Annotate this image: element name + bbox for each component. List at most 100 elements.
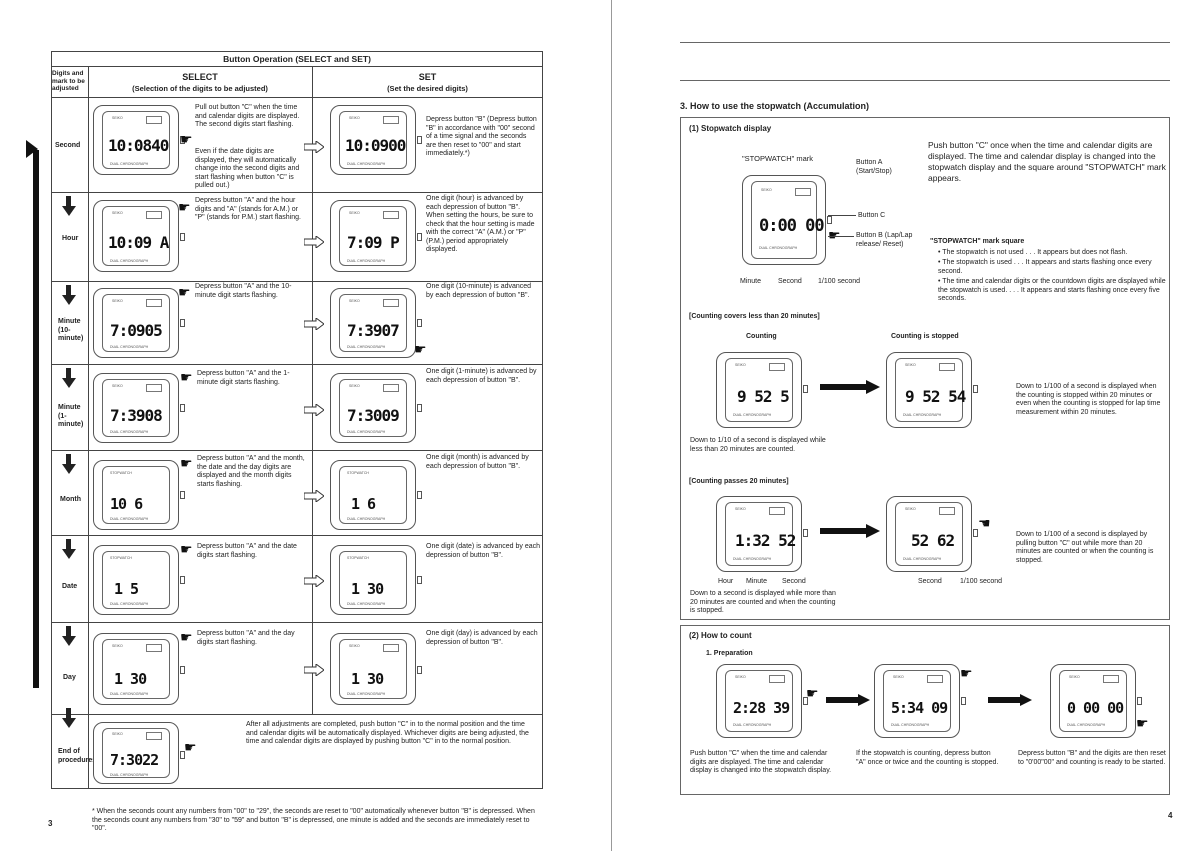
right-arrow-icon — [820, 524, 880, 538]
hundredth-label-2: 1/100 second — [960, 578, 1003, 585]
set-text-minute1: One digit (1-minute) is advanced by each… — [426, 368, 537, 384]
hand-icon: ☛ — [180, 455, 193, 471]
right-arrow-icon — [304, 575, 324, 587]
set-text-month: One digit (month) is advanced by each de… — [426, 454, 529, 470]
col2-header-title: SELECT — [182, 72, 218, 82]
col2-header-sub: (Selection of the digits to be adjusted) — [132, 84, 268, 93]
watch-prep-2: SEIKO 5:34 09 DUAL CHRONOGRAPH — [874, 664, 966, 738]
lcd-select-second: 10:0840 — [108, 136, 169, 155]
lcd-select-day: 1 30 — [114, 670, 147, 688]
less20-title: [Counting covers less than 20 minutes] — [689, 313, 820, 320]
end-text: After all adjustments are completed, pus… — [246, 721, 529, 745]
right-arrow-icon — [988, 694, 1032, 706]
stopwatch-display-box — [680, 117, 1170, 620]
section-title: 3. How to use the stopwatch (Accumulatio… — [680, 101, 870, 111]
watch-prep-3: SEIKO 0 00 00 DUAL CHRONOGRAPH — [1050, 664, 1142, 738]
footnote: * When the seconds count any numbers fro… — [92, 808, 535, 832]
lcd-select-date: 1 5 — [114, 580, 139, 598]
how-to-count-box — [680, 625, 1170, 795]
minute-label-2: Minute — [746, 578, 768, 585]
lcd-end: 7:3022 — [110, 751, 159, 769]
lcd-set-second: 10:0900 — [345, 136, 406, 155]
select-text-minute10: Depress button "A" and the 10-minute dig… — [195, 283, 292, 299]
row-label-minute1: Minute (1-minute) — [58, 404, 84, 428]
table-title: Button Operation (SELECT and SET) — [223, 54, 371, 64]
select-text-second-note: Even if the date digits are displayed, t… — [195, 148, 300, 189]
passes20-title: [Counting passes 20 minutes] — [689, 478, 789, 485]
set-text-date: One digit (date) is advanced by each dep… — [426, 543, 541, 559]
row-label-month: Month — [60, 496, 81, 503]
watch-set-minute1: SEIKO 7:3009 DUAL CHRONOGRAPH — [330, 373, 422, 443]
watch-select-day: SEIKO 1 30 DUAL CHRONOGRAPH — [93, 633, 185, 705]
passes20-left-text: Down to a second is displayed while more… — [690, 590, 836, 614]
mark-bullet-3: • The time and calendar digits or the co… — [938, 278, 1166, 302]
watch-end: SEIKO 7:3022 DUAL CHRONOGRAPH — [93, 722, 185, 784]
second-label-3: Second — [918, 578, 942, 585]
right-arrow-icon — [304, 404, 324, 416]
select-text-second: Pull out button "C" when the time and ca… — [195, 104, 300, 128]
hand-icon: ☛ — [960, 665, 973, 681]
row-label-minute10: Minute (10-minute) — [58, 318, 84, 342]
right-arrow-icon — [820, 380, 880, 394]
watch-select-minute10: SEIKO 7:0905 DUAL CHRONOGRAPH — [93, 288, 185, 358]
prep-text-1: Push button "C" when the time and calend… — [690, 750, 832, 774]
row-label-day: Day — [63, 674, 76, 681]
lcd-less20-counting: 9 52 5 — [737, 387, 790, 406]
counting-label: Counting — [746, 333, 777, 340]
lcd-select-month: 10 6 — [110, 495, 143, 513]
select-text-date: Depress button "A" and the date digits s… — [197, 543, 297, 559]
hand-icon: ☛ — [180, 541, 193, 557]
watch-set-second: SEIKO 10:0900 DUAL CHRONOGRAPH — [330, 105, 422, 175]
lcd-set-hour: 7:09 P — [347, 233, 400, 252]
right-arrow-icon — [304, 318, 324, 330]
btn-a-label: Button A (Start/Stop) — [856, 159, 892, 175]
select-text-day: Depress button "A" and the day digits st… — [197, 630, 295, 646]
watch-stopwatch-display: SEIKO 0:00 00 DUAL CHRONOGRAPH — [742, 175, 832, 265]
hand-icon: ☛ — [828, 227, 841, 243]
hand-icon: ☚ — [978, 515, 991, 531]
lcd-set-minute10: 7:3907 — [347, 321, 400, 340]
lcd-select-hour: 10:09 A — [108, 233, 169, 252]
lcd-less20-stopped: 9 52 54 — [905, 387, 966, 406]
lcd-set-month: 1 6 — [351, 495, 376, 513]
page-number-left: 3 — [48, 819, 53, 828]
watch-less20-stopped: SEIKO 9 52 54 DUAL CHRONOGRAPH — [886, 352, 978, 428]
less20-right-text: Down to 1/100 of a second is displayed w… — [1016, 383, 1161, 416]
table-frame — [51, 51, 543, 789]
lcd-select-minute1: 7:3908 — [110, 406, 163, 425]
second-label-2: Second — [782, 578, 806, 585]
select-text-hour: Depress button "A" and the hour digits a… — [195, 197, 301, 221]
watch-select-date: STOPWATCH 1 5 DUAL CHRONOGRAPH — [93, 545, 185, 615]
lcd-passes20-counting: 1:32 52 — [735, 531, 796, 550]
lcd-set-date: 1 30 — [351, 580, 384, 598]
passes20-right-text: Down to 1/100 of a second is displayed b… — [1016, 531, 1154, 564]
row-label-hour: Hour — [62, 235, 79, 242]
row-label-date: Date — [62, 583, 78, 590]
stopwatch-mark-label: "STOPWATCH" mark — [742, 154, 814, 163]
watch-less20-counting: SEIKO 9 52 5 DUAL CHRONOGRAPH — [716, 352, 808, 428]
lcd-stopwatch-display: 0:00 00 — [759, 216, 825, 236]
watch-set-date: STOPWATCH 1 30 DUAL CHRONOGRAPH — [330, 545, 422, 615]
lcd-prep-1: 2:28 39 — [733, 699, 790, 717]
right-arrow-icon — [304, 236, 324, 248]
watch-prep-1: SEIKO 2:28 39 DUAL CHRONOGRAPH — [716, 664, 808, 738]
watch-set-hour: SEIKO 7:09 P DUAL CHRONOGRAPH — [330, 200, 422, 272]
minute-label: Minute — [740, 278, 762, 285]
lcd-select-minute10: 7:0905 — [110, 321, 163, 340]
lcd-set-minute1: 7:3009 — [347, 406, 400, 425]
set-text-second: Depress button "B" (Depress button "B" i… — [426, 116, 537, 157]
set-text-day: One digit (day) is advanced by each depr… — [426, 630, 538, 646]
hand-icon: ☛ — [184, 739, 197, 755]
right-arrow-icon — [304, 664, 324, 676]
row-label-second: Second — [55, 142, 81, 149]
hand-icon: ☛ — [414, 341, 427, 357]
col3-header-title: SET — [418, 72, 437, 82]
page-gutter — [611, 0, 612, 851]
flow-bar — [33, 150, 39, 688]
row-label-end: End of procedures — [58, 748, 97, 764]
lcd-prep-2: 5:34 09 — [891, 699, 948, 717]
lcd-passes20-stopped: 52 62 — [911, 531, 955, 550]
less20-left-text: Down to 1/10 of a second is displayed wh… — [690, 437, 826, 453]
sub1-title: (1) Stopwatch display — [689, 124, 772, 133]
select-text-minute1: Depress button "A" and the 1-minute digi… — [197, 370, 290, 386]
